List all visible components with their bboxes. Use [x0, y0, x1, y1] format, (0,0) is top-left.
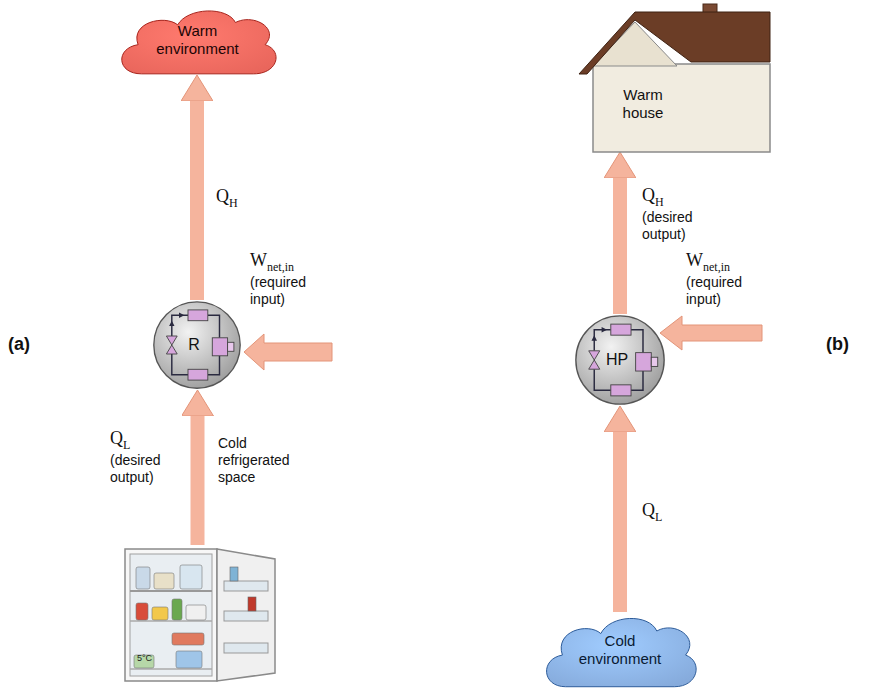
food-item	[172, 599, 182, 620]
door-shelf	[224, 581, 268, 591]
house-wall	[593, 64, 770, 152]
symbol-subscript: H	[229, 196, 238, 210]
evaporator-box	[611, 385, 631, 396]
food-item	[136, 603, 148, 620]
cloud-outline	[122, 11, 276, 74]
symbol-letter: Q	[216, 186, 229, 206]
symbol: Wnet,in	[250, 250, 294, 270]
condenser-box	[611, 324, 631, 335]
symbol: Wnet,in	[686, 250, 730, 270]
cycle-circle	[154, 302, 240, 388]
panel-label: (b)	[826, 334, 849, 356]
food-item	[172, 633, 204, 645]
symbol-letter: Q	[110, 428, 123, 448]
symbol-letter: Q	[642, 500, 655, 520]
cloud-outline	[547, 618, 697, 686]
bottle	[230, 567, 238, 581]
freezer-divider	[130, 590, 212, 592]
work-input-arrow	[244, 334, 332, 370]
heat-flow-arrow	[191, 416, 205, 545]
fridge-interior	[130, 554, 212, 676]
flow-arrow	[169, 313, 184, 327]
temperature-label: 5°C	[137, 653, 152, 664]
description: (required input)	[686, 274, 766, 308]
work-input-label: Wnet,in (required input)	[686, 250, 766, 308]
refrigerator-shape	[110, 545, 285, 685]
symbol: QH	[642, 185, 664, 205]
symbol-letter: W	[250, 250, 267, 270]
node-text: Cold refrigerated space	[218, 435, 310, 485]
food-item	[180, 565, 202, 589]
symbol: QL	[642, 500, 662, 520]
node-text: Warm house	[603, 86, 683, 122]
evaporator-box	[188, 369, 208, 380]
heat-flow-label: QL	[642, 500, 682, 524]
food-item	[154, 573, 174, 589]
symbol-subscript: net,in	[703, 260, 730, 274]
symbol-subscript: H	[655, 195, 664, 209]
panel-label: (a)	[8, 334, 30, 356]
symbol: QH	[216, 186, 238, 206]
refrigerator-cycle: R	[152, 300, 242, 390]
bottle	[248, 597, 256, 611]
heat-flow-arrow	[613, 432, 627, 612]
description: (desired output)	[642, 209, 720, 243]
expansion-valve	[166, 336, 177, 354]
symbol-subscript: L	[655, 510, 662, 524]
fridge-body	[125, 549, 217, 681]
work-input-label: Wnet,in (required input)	[250, 250, 334, 308]
food-item	[136, 567, 150, 589]
symbol-subscript: net,in	[267, 260, 294, 274]
door-shelf	[224, 643, 268, 653]
heat-flow-label: QH	[216, 186, 256, 210]
shelf	[130, 620, 212, 622]
fridge-door	[217, 549, 275, 681]
node-text: Warm environment	[148, 22, 248, 58]
compressor-piston	[228, 342, 234, 351]
description: (required input)	[250, 274, 334, 308]
food-item	[176, 651, 202, 668]
compressor-box	[212, 338, 227, 356]
heat-pump-cycle: HP	[574, 314, 666, 406]
house-roof	[579, 12, 770, 74]
warm-environment-cloud: Warm environment	[115, 5, 280, 75]
symbol-subscript: L	[123, 438, 130, 452]
heat-flow-label: QL (desired output)	[110, 428, 178, 486]
door-shelf	[224, 611, 268, 621]
symbol-letter: Q	[642, 185, 655, 205]
heat-flow-arrow	[613, 178, 627, 314]
refrigerator: Cold refrigerated space	[110, 545, 285, 685]
compressor-box	[636, 353, 652, 371]
work-input-arrow	[660, 316, 762, 350]
symbol: QL	[110, 428, 130, 448]
node-text: Cold environment	[570, 632, 670, 668]
flow-arrow	[591, 327, 607, 341]
food-item	[186, 605, 206, 620]
shelf	[130, 668, 212, 670]
symbol-letter: W	[686, 250, 703, 270]
expansion-valve	[589, 351, 600, 369]
node-text: HP	[606, 350, 628, 369]
warm-house-shape	[575, 4, 770, 152]
heat-flow-label: QH (desired output)	[642, 185, 720, 243]
compressor-piston	[651, 357, 657, 366]
cold-environment-cloud: Cold environment	[540, 612, 700, 688]
heat-flow-arrow	[190, 101, 204, 300]
description: (desired output)	[110, 452, 178, 486]
warm-house: Warm house	[575, 4, 770, 152]
node-text: R	[188, 335, 200, 354]
cycle-circle	[576, 316, 664, 404]
food-item	[152, 607, 168, 620]
condenser-box	[188, 310, 208, 321]
